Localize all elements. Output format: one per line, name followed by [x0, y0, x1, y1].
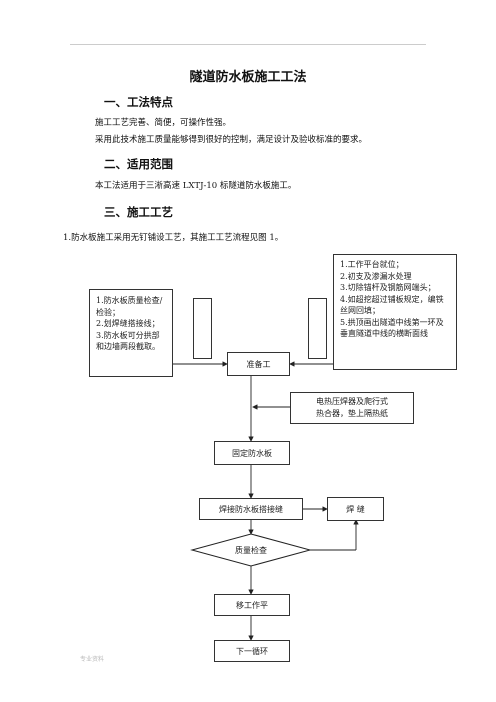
features-para-1: 施工工艺完善、简便，可操作性强。	[95, 118, 232, 128]
fix-board-box: 固定防水板	[214, 441, 290, 465]
side-note-box: 电热压焊器及爬行式 热合器，垫上隔热纸	[290, 392, 414, 424]
inspection-label: 质量检查	[235, 545, 267, 555]
footer-text: 专业资料	[80, 656, 105, 663]
left-note-box: 1.防水板质量检查/检验； 2.划焊缝搭接线； 3.防水板可分拱部和边墙两段截取…	[89, 289, 173, 377]
side-note-line-2: 热合器，垫上隔热纸	[316, 408, 388, 418]
side-note-line-1: 电热压焊器及爬行式	[316, 397, 388, 406]
weld-box: 焊接防水板搭接缝	[199, 498, 303, 520]
document-title: 隧道防水板施工工法	[189, 70, 307, 85]
weld-seam-box: 焊 缝	[327, 497, 384, 521]
section-heading-scope: 二、适用范围	[104, 157, 173, 171]
right-note-box: 1.工作平台就位； 2.初支及渗漏水处理 3.切除锚杆及钢筋网端头； 4.如超挖…	[333, 254, 457, 370]
right-note-line-3: 3.切除锚杆及钢筋网端头；	[340, 283, 436, 292]
inspection-diamond	[190, 533, 312, 567]
left-note-line-3: 3.防水板可分拱部和边墙两段截取。	[96, 330, 160, 352]
placeholder-box-left	[193, 298, 212, 359]
section-heading-process: 三、施工工艺	[104, 205, 173, 219]
header-rule	[70, 44, 426, 45]
prep-box: 准备工	[227, 352, 290, 376]
scope-para: 本工法适用于三淅高速 LXTJ-10 标隧道防水板施工。	[95, 181, 297, 191]
features-para-2: 采用此技术施工质量能够得到很好的控制，满足设计及验收标准的要求。	[95, 135, 368, 145]
move-platform-box: 移工作平	[214, 594, 290, 616]
left-note-line-2: 2.划焊缝搭接线；	[96, 319, 160, 328]
left-note-line-1: 1.防水板质量检查/检验；	[96, 296, 163, 317]
next-cycle-box: 下一循环	[214, 640, 290, 662]
right-note-line-4: 4.如超挖超过铺板规定，编铁丝网回填；	[340, 294, 444, 316]
right-note-line-2: 2.初支及渗漏水处理	[340, 271, 412, 281]
right-note-line-1: 1.工作平台就位；	[340, 260, 404, 269]
process-para: 1.防水板施工采用无钉铺设工艺，其施工工艺流程见图 1。	[63, 233, 284, 243]
section-heading-features: 一、工法特点	[104, 95, 173, 109]
right-note-line-5: 5.拱顶画出隧道中线第一环及垂直隧道中线的横断面线	[340, 317, 444, 339]
placeholder-box-right	[308, 298, 327, 359]
